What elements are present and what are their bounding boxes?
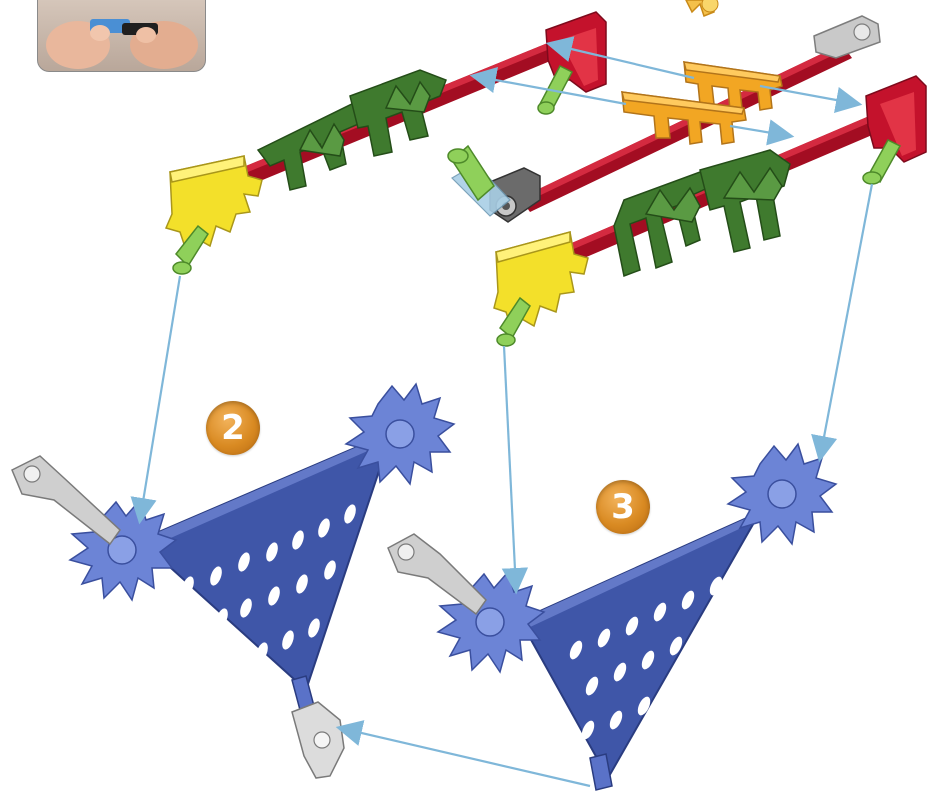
gray-clip-middle bbox=[388, 534, 486, 614]
gray-end-cap bbox=[814, 16, 880, 58]
arrow-8 bbox=[340, 728, 590, 786]
step-number: 3 bbox=[611, 487, 635, 527]
arrow-4 bbox=[730, 126, 790, 136]
gray-clip-left bbox=[12, 456, 120, 544]
inset-photo bbox=[37, 0, 206, 72]
blue-panel-left bbox=[140, 432, 392, 690]
sun-icon bbox=[686, 0, 718, 16]
green-connector-back-2 bbox=[350, 70, 446, 156]
arrow-5 bbox=[140, 276, 180, 520]
green-connector-front-1 bbox=[614, 172, 712, 276]
gray-clip-bottom bbox=[292, 702, 344, 778]
arrow-7 bbox=[820, 184, 872, 458]
inset-photo-hands bbox=[38, 0, 205, 71]
green-connector-front-2 bbox=[700, 150, 790, 252]
step-badge-3: 3 bbox=[596, 480, 650, 534]
blue-panel-right bbox=[520, 512, 760, 778]
step-badge-2: 2 bbox=[206, 401, 260, 455]
step-number: 2 bbox=[221, 408, 245, 448]
arrow-2 bbox=[760, 86, 858, 104]
arrow-6 bbox=[504, 346, 516, 590]
